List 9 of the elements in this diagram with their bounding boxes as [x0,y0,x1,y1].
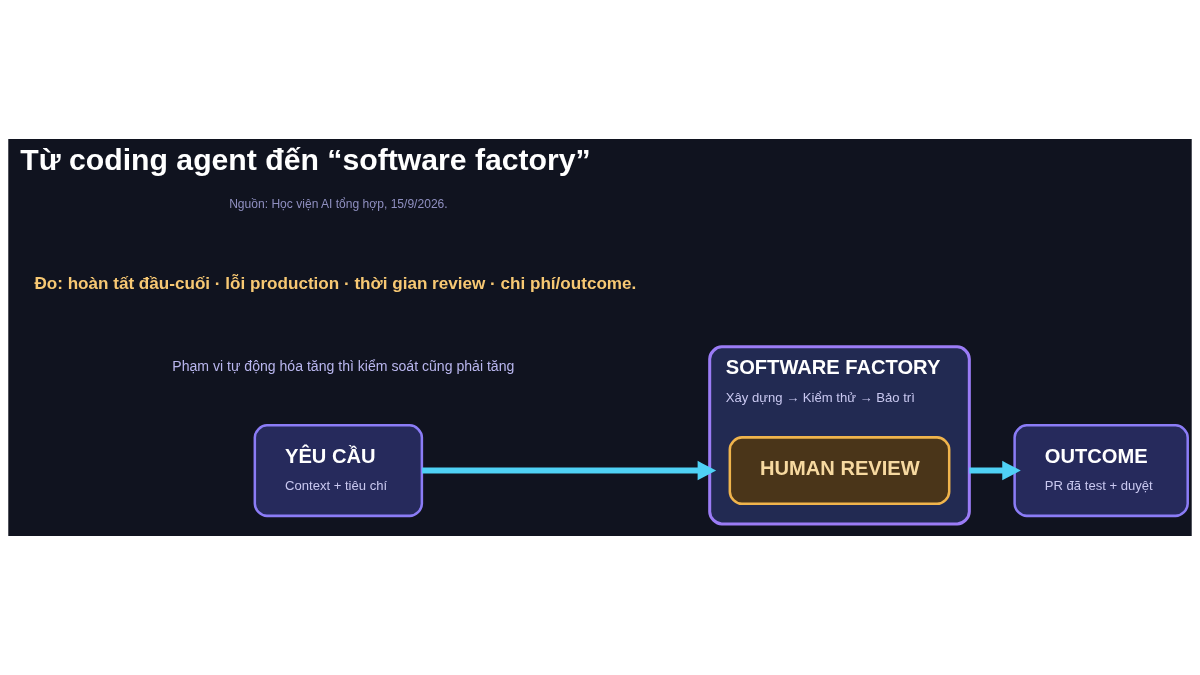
node-box: HUMAN REVIEW [728,436,951,506]
node-box: OUTCOME PR đã test + duyệt [1013,424,1189,518]
label: Đo: hoàn tất đầu-cuối · lỗi production · thời gian review · chi phí/outcome. [34,273,637,293]
label: Phạm vi tự động hóa tăng thì kiểm soát cũng phải tăng [172,357,515,374]
arrow [969,460,1021,481]
label: Nguồn: Học viện AI tổng hợp, 15/9/2026. [229,197,448,212]
arrow [422,460,717,481]
diagram-title: Từ coding agent đến “software factory” [20,143,591,177]
node-box: YÊU CẦU Context + tiêu chí [253,424,424,518]
